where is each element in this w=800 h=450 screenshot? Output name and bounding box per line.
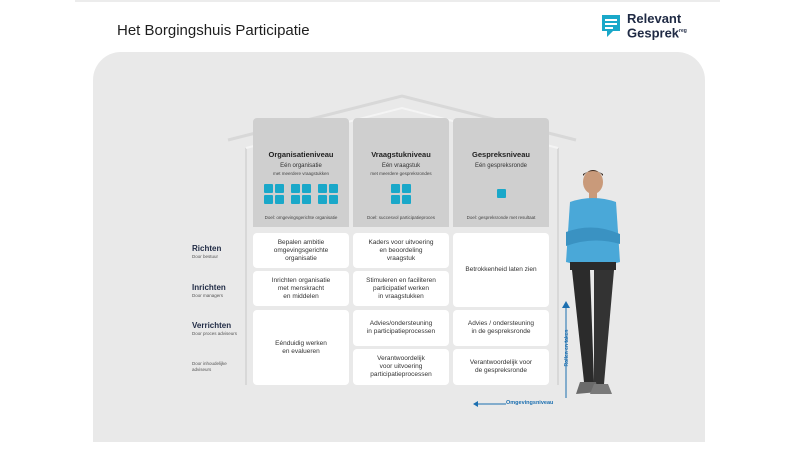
row-subtitle: Door bestuur <box>192 254 219 259</box>
column-goal: Doel: gespreksronde met resultaat <box>466 215 536 220</box>
grid-tile-icon <box>291 184 311 204</box>
grid-tile-icon <box>318 184 338 204</box>
row-subtitle: Door proces adviseurs <box>192 331 238 336</box>
cell-gesprek-inhoud: Verantwoordelijk voor de gespreksronde <box>453 349 549 385</box>
column-subheading: Eén organisatie <box>280 163 322 169</box>
top-rule <box>75 0 720 2</box>
vertical-arrow-icon <box>562 301 570 398</box>
row-label-richten: Richten Door bestuur <box>192 244 221 259</box>
column-gespreksniveau: Gespreksniveau Eén gespreksronde Doel: g… <box>453 118 549 227</box>
grid-tile-icon <box>391 184 411 204</box>
column-vraagstukniveau: Vraagstukniveau Eén vraagstuk met meerde… <box>353 118 449 227</box>
cell-vraag-richten: Kaders voor uitvoering en beoordeling vr… <box>353 233 449 268</box>
column-detail: met meerdere gespreksrondes <box>370 171 432 176</box>
column-subheading: Eén gespreksronde <box>474 163 528 169</box>
page-title: Het Borgingshuis Participatie <box>117 22 310 39</box>
row-subtitle: Door inhoudelijke adviseurs <box>192 361 227 372</box>
row-subtitle: Door managers <box>192 293 224 298</box>
column-goal: Doel: omgevingsgerichte organisatie <box>264 215 338 220</box>
cell-org-inrichten: Inrichten organisatie met menskracht en … <box>253 271 349 306</box>
logo-wordmark: Relevant Gesprekreg <box>627 12 687 39</box>
row-title: Verrichten <box>192 321 232 330</box>
row-title: Inrichten <box>192 283 226 292</box>
column-heading: Gespreksniveau <box>472 150 530 159</box>
tile-group <box>253 184 349 204</box>
cell-gesprek-verrichten: Advies / ondersteuning in de gespreksron… <box>453 310 549 346</box>
cell-vraag-verrichten: Advies/ondersteuning in participatieproc… <box>353 310 449 346</box>
logo-line-2: Gesprekreg <box>627 25 687 41</box>
horizontal-axis-label: Omgevingsniveau <box>506 400 554 406</box>
row-title: Richten <box>192 244 222 253</box>
column-heading: Organisatieniveau <box>268 150 334 159</box>
logo-mark-sup: reg <box>679 28 687 34</box>
cell-vraag-inhoud: Verantwoordelijk voor uitvoering partici… <box>353 349 449 385</box>
vertical-axis-label: Rollen en taken <box>564 329 570 367</box>
column-goal: Doel: succesvol participatieproces <box>366 215 436 220</box>
column-organisatieniveau: Organisatieniveau Eén organisatie met me… <box>253 118 349 227</box>
column-heading: Vraagstukniveau <box>371 150 431 159</box>
logo-line-1: Relevant <box>627 11 682 26</box>
column-detail: met meerdere vraagstukken <box>272 171 330 176</box>
row-label-inrichten: Inrichten Door managers <box>192 283 226 298</box>
cell-org-richten: Bepalen ambitie omgevingsgerichte organi… <box>253 233 349 268</box>
cell-gesprek-richten-inrichten: Betrokkenheid laten zien <box>453 233 549 307</box>
single-square-icon <box>497 189 506 198</box>
chat-bubble-icon <box>602 15 620 37</box>
column-subheading: Eén vraagstuk <box>381 163 421 169</box>
cell-org-verrichten: Eénduidig werken en evalueren <box>253 310 349 385</box>
person-illustration <box>566 170 620 394</box>
relevant-gesprek-logo: Relevant Gesprekreg <box>601 12 711 42</box>
row-label-inhoudelijk: Door inhoudelijke adviseurs <box>192 361 227 373</box>
horizontal-arrow-icon <box>473 401 506 407</box>
cell-vraag-inrichten: Stimuleren en faciliteren participatief … <box>353 271 449 306</box>
tile-group <box>353 184 449 204</box>
grid-tile-icon <box>264 184 284 204</box>
row-label-verrichten: Verrichten Door proces adviseurs <box>192 321 237 336</box>
